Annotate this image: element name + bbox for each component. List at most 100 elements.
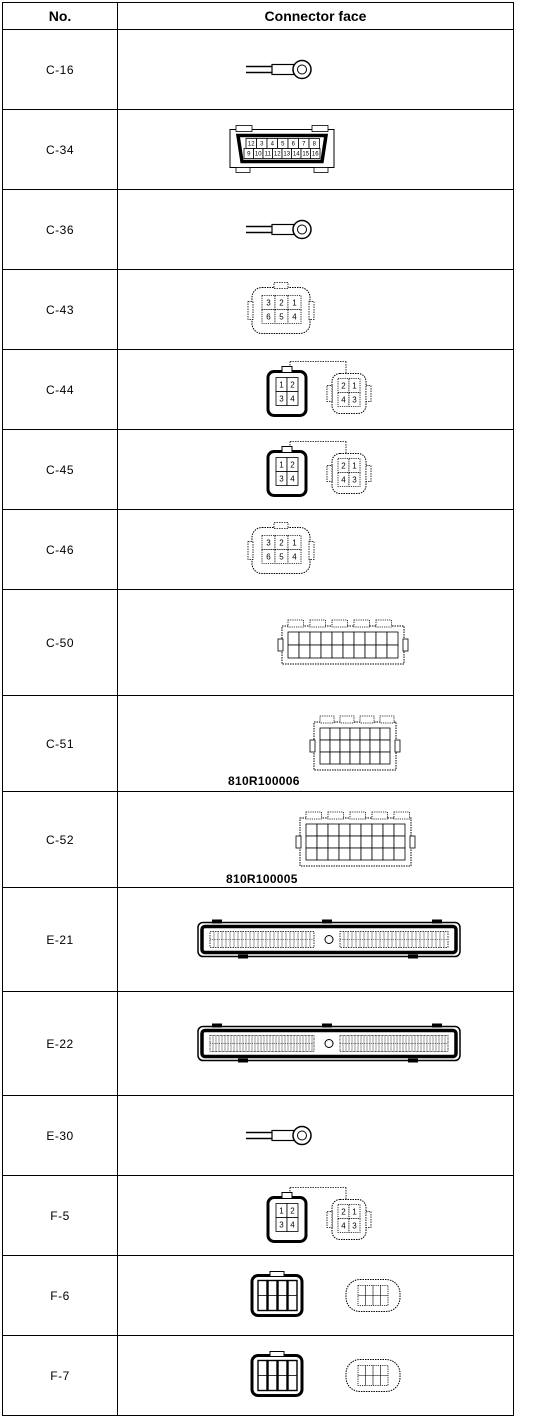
pin-cell [339, 751, 351, 765]
pin-number: 3 [352, 1221, 357, 1230]
pin-cell [364, 631, 377, 646]
connector-key-tab [349, 811, 366, 820]
pin-cell [319, 751, 331, 765]
connector-ear [365, 385, 372, 402]
connector-key-tab [379, 715, 395, 724]
connector-latch [281, 446, 293, 453]
pin-number: 1 [292, 298, 297, 307]
pin-cell [348, 378, 361, 393]
pin-number: 7 [302, 142, 306, 148]
ring-hole [297, 64, 307, 75]
pin-cell [353, 631, 366, 646]
pin-number: 2 [290, 1206, 295, 1215]
ring-terminal-icon [246, 219, 312, 240]
pin-cell [393, 847, 406, 861]
table-row: F-7 [2, 1335, 514, 1416]
pin-cell [305, 847, 318, 861]
connector-drawing [197, 1023, 461, 1063]
pin-cell [369, 727, 381, 741]
connector-number: E-21 [2, 887, 118, 992]
pin-number: 15 [302, 152, 309, 158]
8-pin-connector-pair-icon [250, 1351, 401, 1397]
connector-key-tab [311, 125, 329, 132]
connector-number: C-50 [2, 589, 118, 696]
pin-number: 2 [341, 461, 346, 470]
connector-key-tab [393, 811, 410, 820]
pin-number: 2 [290, 460, 295, 469]
connector-latch [273, 522, 289, 529]
pin-cell [329, 751, 341, 765]
connector-key-tab [309, 619, 326, 628]
connector-ear [394, 739, 401, 753]
pin-cell [360, 835, 373, 849]
pin-cell [371, 835, 384, 849]
connector-number: E-22 [2, 991, 118, 1096]
pin-cell [305, 835, 318, 849]
pin-number: 1 [352, 461, 357, 470]
pin-cell [360, 847, 373, 861]
pin-cell [309, 631, 322, 646]
connector-ear [326, 1211, 333, 1228]
multi-pin-connector-icon [295, 811, 416, 867]
terminal-crimp [271, 223, 295, 236]
pin-number: 14 [293, 152, 300, 158]
connector-number: F-6 [2, 1255, 118, 1336]
pin-cell [319, 739, 331, 753]
pin-cell [379, 751, 391, 765]
connector-key-tab [353, 619, 370, 628]
connector-ear [402, 638, 409, 652]
terminal-crimp [271, 1129, 295, 1142]
connector-ear [409, 835, 416, 849]
ring-terminal-icon [246, 1125, 312, 1146]
pin-cell [286, 471, 299, 486]
connector-latch [273, 282, 289, 289]
connector-key-tab [235, 167, 251, 173]
header-no: No. [2, 2, 118, 30]
connector-face-cell [117, 1095, 514, 1176]
pin-number: 4 [292, 552, 297, 561]
pin-number: 1 [279, 1206, 284, 1215]
pin-number: 2 [341, 1207, 346, 1216]
pin-number: 2 [279, 538, 284, 547]
housing-tab [238, 1058, 248, 1063]
pin-number: 6 [292, 142, 296, 148]
pin-number: 3 [266, 298, 271, 307]
housing-tab [238, 954, 248, 959]
pin-cell [359, 751, 371, 765]
connector-key-tab [235, 125, 253, 132]
connector-ear [326, 465, 333, 482]
pin-cell [342, 644, 355, 659]
connector-face-cell: 810R100005 [117, 791, 514, 888]
connector-number: C-16 [2, 29, 118, 110]
pin-number: 3 [279, 474, 284, 483]
ring-hole [297, 224, 307, 235]
housing-tab [212, 919, 222, 924]
pin-cell [298, 644, 311, 659]
pin-number: 3 [266, 538, 271, 547]
pin-number: 4 [341, 475, 346, 484]
pin-cell [309, 644, 322, 659]
pin-cell [327, 823, 340, 837]
pin-cell [310, 148, 321, 159]
pin-number: 4 [290, 474, 295, 483]
connector-drawing [277, 619, 409, 665]
pin-number: 3 [279, 394, 284, 403]
connector-face-cell [117, 1335, 514, 1416]
